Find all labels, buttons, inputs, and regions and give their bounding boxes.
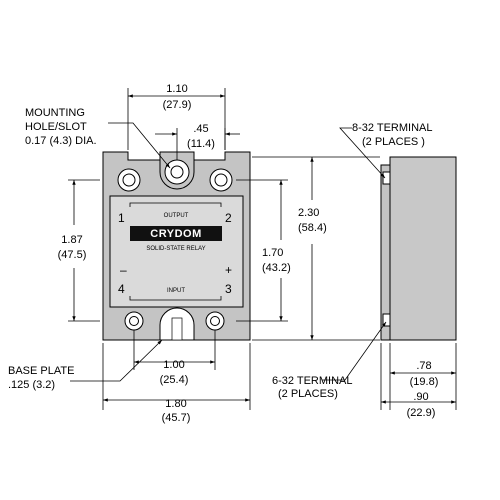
hole-offset-mm: (11.4) [187, 138, 215, 150]
mounting-label-1: MOUNTING [25, 107, 85, 119]
mounting-label-3: 0.17 (4.3) DIA. [25, 135, 97, 147]
depth-overall-in: .90 [413, 391, 428, 403]
base-plate-label-2: .125 (3.2) [8, 379, 55, 391]
hole-spacing-mm: (25.4) [160, 374, 189, 386]
terminal-632-label-2: (2 PLACES) [278, 388, 338, 400]
pin-1-label: 1 [118, 211, 125, 225]
mounting-hole-top [164, 159, 190, 185]
brand-logo-block [130, 226, 222, 241]
width-overall-mm: (45.7) [162, 412, 191, 424]
minus-label: – [120, 263, 127, 277]
pin-3-label: 3 [225, 282, 232, 296]
side-view [380, 156, 457, 341]
terminal-632-label-1: 6-32 TERMINAL [272, 375, 353, 387]
terminal-832-label-2: (2 PLACES ) [362, 136, 425, 148]
output-label: OUTPUT [164, 213, 189, 219]
side-terminal-bottom [382, 313, 391, 327]
width-top-in: 1.10 [166, 83, 187, 95]
width-overall-in: 1.80 [165, 398, 186, 410]
screw-terminal-1 [117, 168, 141, 192]
brand-logo: CRYDOM [150, 228, 201, 240]
height-left-mm: (47.5) [58, 249, 87, 261]
depth-overall-mm: (22.9) [407, 407, 436, 419]
screw-terminal-3 [205, 311, 225, 331]
input-label: INPUT [167, 288, 185, 294]
height-left-in: 1.87 [61, 234, 82, 246]
screw-terminal-4 [124, 311, 144, 331]
plus-label: + [225, 263, 232, 277]
height-inner-mm: (43.2) [262, 262, 291, 274]
depth-body-mm: (19.8) [410, 376, 439, 388]
height-overall-in: 2.30 [298, 207, 319, 219]
depth-body-in: .78 [416, 360, 431, 372]
height-overall-mm: (58.4) [298, 222, 327, 234]
width-top-mm: (27.9) [163, 99, 192, 111]
relay-subtitle: SOLID-STATE RELAY [146, 246, 205, 252]
front-view: OUTPUT 1 2 CRYDOM SOLID-STATE RELAY – + … [102, 151, 251, 341]
pin-4-label: 4 [118, 282, 125, 296]
mounting-label-2: HOLE/SLOT [25, 121, 87, 133]
housing-face [109, 195, 244, 308]
side-housing [389, 156, 457, 341]
base-plate-label-1: BASE PLATE [8, 365, 74, 377]
mounting-slot-bottom [159, 307, 195, 341]
hole-offset-in: .45 [193, 123, 208, 135]
screw-terminal-2 [209, 168, 233, 192]
terminal-832-label-1: 8-32 TERMINAL [352, 122, 433, 134]
pin-2-label: 2 [225, 211, 232, 225]
side-terminal-top [382, 171, 391, 185]
height-inner-in: 1.70 [262, 247, 283, 259]
hole-spacing-in: 1.00 [163, 359, 184, 371]
